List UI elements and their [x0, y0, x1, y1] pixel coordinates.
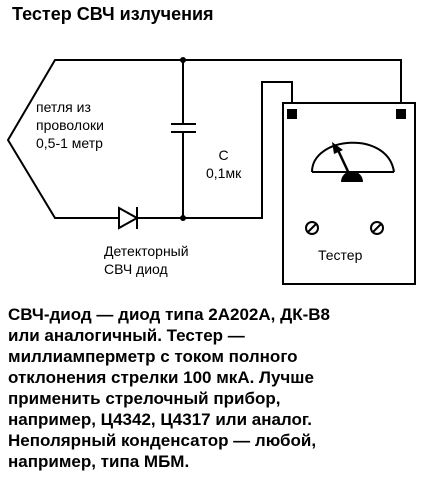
wire-to-tester-left — [183, 81, 293, 219]
description-line: отклонения стрелки 100 мкА. Лучше — [8, 368, 314, 387]
meter-pivot — [341, 171, 363, 182]
loop-label-line: проволоки — [36, 117, 104, 133]
terminal-right — [396, 109, 406, 119]
schematic-diagram — [6, 57, 416, 285]
wire-loop — [6, 59, 183, 219]
capacitor-label-name: С — [218, 147, 229, 163]
knob-right-slot — [372, 223, 382, 233]
description-line: Неполярный конденсатор — любой, — [8, 431, 317, 450]
knob-left-slot — [307, 223, 317, 233]
wire-top — [183, 59, 402, 112]
junction-dot-bottom — [180, 215, 186, 221]
junction-dot-top — [180, 57, 186, 63]
description-line: миллиамперметр с током полного — [8, 347, 298, 366]
description-line: СВЧ-диод — диод типа 2А202А, ДК-В8 — [8, 305, 330, 324]
needle-arrow-icon — [332, 142, 343, 154]
page-title: Тестер СВЧ излучения — [12, 4, 214, 24]
description-line: например, типа МБМ. — [8, 452, 190, 471]
tester-label: Тестер — [318, 247, 363, 263]
loop-label-line: петля из — [36, 99, 91, 115]
capacitor-label: С 0,1мк — [206, 146, 241, 182]
description-line: или аналогичный. Тестер — — [8, 326, 245, 345]
description-line: например, Ц4342, Ц4317 или аналог. — [8, 410, 312, 429]
capacitor-label-value: 0,1мк — [206, 165, 242, 181]
diode-label-line: Детекторный — [104, 243, 189, 259]
diode-triangle — [118, 206, 140, 230]
terminal-left — [287, 109, 297, 119]
loop-label-line: 0,5-1 метр — [36, 135, 103, 151]
meter-dial — [311, 141, 395, 173]
diode-label-line: СВЧ диод — [104, 261, 168, 277]
diode-label: Детекторный СВЧ диод — [104, 242, 189, 278]
loop-label: петля из проволоки 0,5-1 метр — [36, 98, 104, 152]
description-line: применить стрелочный прибор, — [8, 389, 281, 408]
description-text: СВЧ-диод — диод типа 2А202А, ДК-В8 или а… — [8, 304, 418, 472]
tester-body — [282, 102, 416, 285]
